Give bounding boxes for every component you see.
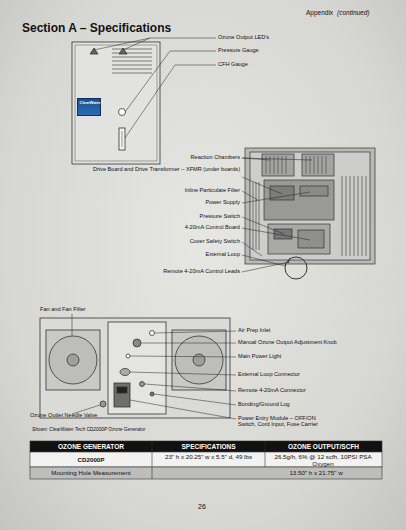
front-panel xyxy=(72,42,160,164)
internal-view xyxy=(245,148,375,279)
table-cell: 13.50" h x 21.75" w xyxy=(260,469,372,476)
part-label: Power Entry Module – OFF/ON Switch, Cord… xyxy=(238,415,334,428)
part-label: Ozone Output LED's xyxy=(218,34,269,40)
part-label: Air Prep Inlet xyxy=(238,327,270,333)
section-title: Section A – Specifications xyxy=(22,22,171,36)
part-label: External Loop xyxy=(100,251,240,257)
leader-line xyxy=(242,158,312,272)
part-label: Fan and Fan Filter xyxy=(40,306,86,312)
part-label: External Loop Connector xyxy=(238,371,300,377)
page-header: (continued) xyxy=(337,9,370,16)
part-label: Reaction Chambers xyxy=(120,154,240,160)
spec-table xyxy=(30,441,382,479)
leader-line xyxy=(94,38,216,138)
part-label: Remote 4-20mA Connector xyxy=(238,387,306,393)
part-label: Inline Particulate Filter xyxy=(100,187,240,193)
table-cell: CD2000P xyxy=(30,456,152,463)
side-view xyxy=(40,318,230,418)
part-label: Remote 4-20mA Control Leads xyxy=(80,268,240,274)
table-cell: 23" h x 20.25" w x 5.5" d, 49 lbs xyxy=(152,453,265,460)
table-header: OZONE GENERATOR xyxy=(30,443,152,450)
table-cell: Mounting Hole Measurement xyxy=(30,469,152,476)
table-cell: 26.5g/h, 6% @ 12 scfh, 10PSI PSA Oxygen xyxy=(273,453,373,467)
page-number: 26 xyxy=(198,503,206,511)
part-label: Cover Safety Switch xyxy=(100,238,240,244)
logo-text: ClearWater xyxy=(78,101,102,106)
table-header: OZONE OUTPUT/SCFH xyxy=(265,443,382,450)
part-label: 4-20mA Control Board xyxy=(100,224,240,230)
leader-line xyxy=(72,314,236,419)
logo-badge: ClearWater xyxy=(77,98,101,116)
part-label: Drive Board and Drive Transformer – XFMR… xyxy=(90,166,240,172)
part-label: Main Power Light xyxy=(238,353,281,359)
part-label: Manual Ozone Output Adjustment Knob xyxy=(238,339,337,345)
page-header: Appendix xyxy=(306,9,333,16)
part-label: CFH Gauge xyxy=(218,61,248,67)
table-header: SPECIFICATIONS xyxy=(152,443,265,450)
part-label: Pressure Gauge xyxy=(218,47,259,53)
part-label: Ozone Outlet Needle Valve xyxy=(30,412,97,418)
part-label: Pressure Switch xyxy=(100,213,240,219)
figure-caption: Shown: ClearWater Tech CD2000P Ozone Gen… xyxy=(32,427,145,433)
part-label: Power Supply xyxy=(100,199,240,205)
part-label: Bonding/Ground Lug xyxy=(238,401,290,407)
